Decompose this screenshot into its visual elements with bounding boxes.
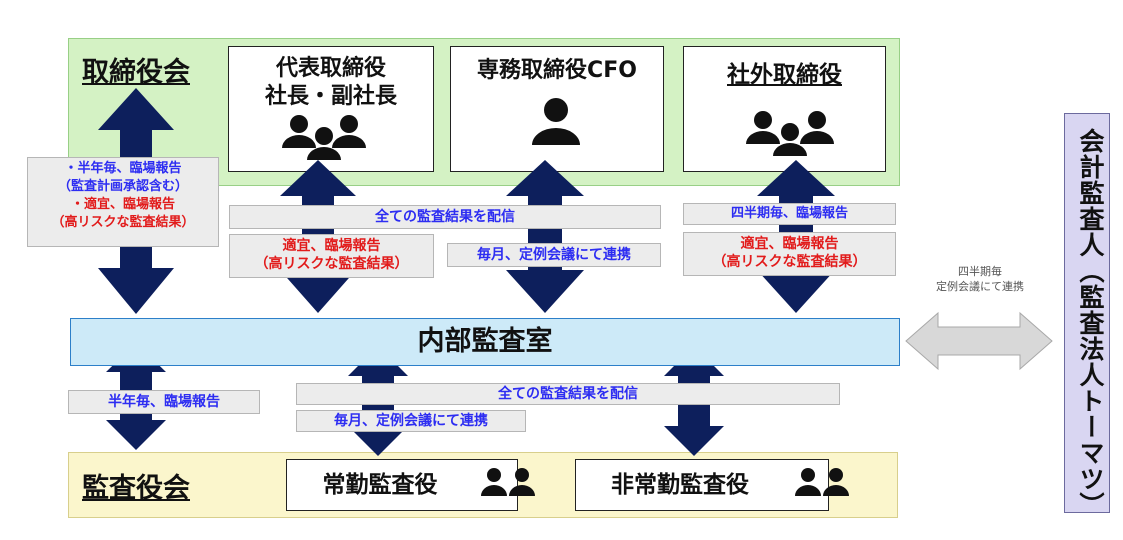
external-note-line-2: 定例会議にて連携	[936, 280, 1024, 293]
outside-report-line-2: （高リスクな監査結果）	[712, 254, 867, 270]
audit-committee-title: 監査役会	[82, 473, 190, 504]
outside-report-line-1: 適宜、臨場報告	[740, 236, 839, 252]
fulltime-auditor-label: 常勤監査役	[322, 472, 438, 498]
external-auditor-label: 会計監査人（監査法人トーマツ）	[1076, 128, 1105, 518]
president-subtitle: 社長・副社長	[264, 84, 397, 109]
external-auditor-note: 四半期毎 定例会議にて連携	[910, 264, 1050, 294]
external-note-line-1: 四半期毎	[958, 265, 1002, 278]
arrow-external-auditor	[905, 311, 1053, 371]
monthly-meeting-label-top: 毎月、定例会議にて連携	[447, 243, 661, 267]
board-report-line-2: （監査計画承認含む）	[57, 179, 188, 194]
board-title: 取締役会	[82, 57, 190, 88]
president-report-line-2: （高リスクな監査結果）	[254, 256, 409, 272]
outside-director-title: 社外取締役	[727, 62, 842, 88]
quarterly-report-label: 四半期毎、臨場報告	[683, 203, 896, 225]
group-people-icon-president	[282, 115, 366, 160]
people-icon-fulltime	[481, 468, 535, 496]
parttime-auditor-label: 非常勤監査役	[611, 472, 749, 498]
all-results-label-top: 全ての監査結果を配信	[229, 205, 661, 229]
board-report-label: ・半年毎、臨場報告 （監査計画承認含む） ・適宜、臨場報告 （高リスクな監査結果…	[27, 157, 219, 247]
cfo-title: 専務取締役CFO	[477, 58, 637, 83]
all-results-label-bottom: 全ての監査結果を配信	[296, 383, 840, 405]
internal-audit-box: 内部監査室	[70, 318, 900, 366]
president-title: 代表取締役	[275, 56, 386, 81]
half-year-report-label: 半年毎、臨場報告	[68, 390, 260, 414]
external-auditor-box: 会計監査人（監査法人トーマツ）	[1064, 113, 1110, 518]
internal-audit-label: 内部監査室	[417, 326, 553, 357]
monthly-meeting-label-bottom: 毎月、定例会議にて連携	[296, 410, 526, 432]
fulltime-auditor-box: 常勤監査役	[286, 459, 518, 511]
parttime-auditor-box: 非常勤監査役	[575, 459, 829, 511]
arrow-cfo-internal	[506, 160, 584, 313]
board-report-line-1: ・半年毎、臨場報告	[64, 161, 182, 176]
board-report-line-4: （高リスクな監査結果）	[51, 215, 195, 230]
people-icon-parttime	[795, 468, 849, 496]
outside-report-label: 適宜、臨場報告 （高リスクな監査結果）	[683, 232, 896, 276]
president-report-line-1: 適宜、臨場報告	[282, 238, 381, 254]
group-people-icon-outside	[746, 111, 834, 156]
president-report-label: 適宜、臨場報告 （高リスクな監査結果）	[229, 234, 434, 278]
person-icon-cfo	[532, 98, 580, 145]
board-report-line-3: ・適宜、臨場報告	[70, 197, 175, 212]
